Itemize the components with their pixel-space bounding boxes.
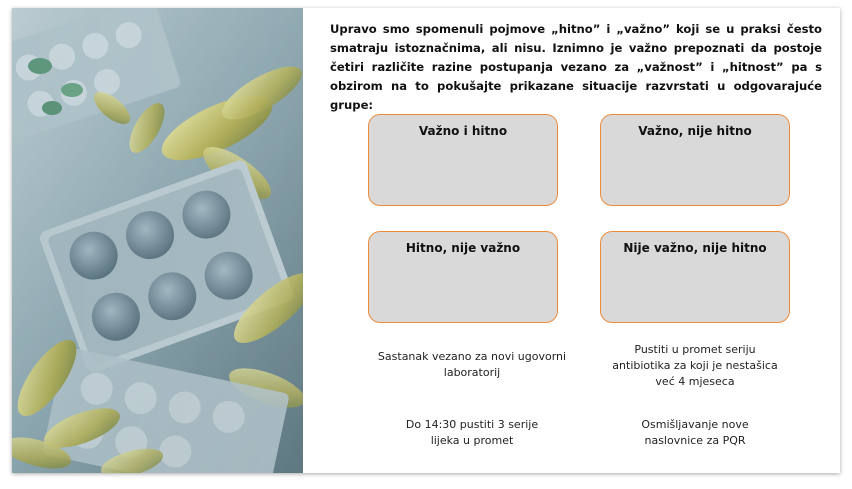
instruction-text: Upravo smo spomenuli pojmove „hitno” i „… bbox=[330, 22, 822, 112]
category-label: Važno, nije hitno bbox=[638, 124, 752, 138]
draggable-item-contract-lab-meeting[interactable]: Sastanak vezano za novi ugovorni laborat… bbox=[377, 350, 567, 379]
draggable-item-antibiotic-release[interactable]: Pustiti u promet seriju antibiotika za k… bbox=[612, 343, 778, 388]
slide: Upravo smo spomenuli pojmove „hitno” i „… bbox=[12, 8, 840, 473]
category-box-important-not-urgent[interactable]: Važno, nije hitno bbox=[600, 114, 790, 206]
draggable-item-pqr-cover[interactable]: Osmišljavanje nove naslovnice za PQR bbox=[641, 418, 749, 447]
category-label: Hitno, nije važno bbox=[405, 241, 521, 255]
category-box-important-urgent[interactable]: Važno i hitno bbox=[368, 114, 558, 206]
category-label: Važno i hitno bbox=[418, 124, 508, 138]
category-box-urgent-not-important[interactable]: Hitno, nije važno bbox=[368, 231, 558, 323]
pills-photo bbox=[12, 8, 303, 473]
category-label: Nije važno, nije hitno bbox=[623, 241, 767, 255]
category-box-not-important-not-urgent[interactable]: Nije važno, nije hitno bbox=[600, 231, 790, 323]
draggable-item-release-3-batches[interactable]: Do 14:30 pustiti 3 serije lijeka u prome… bbox=[405, 418, 539, 447]
